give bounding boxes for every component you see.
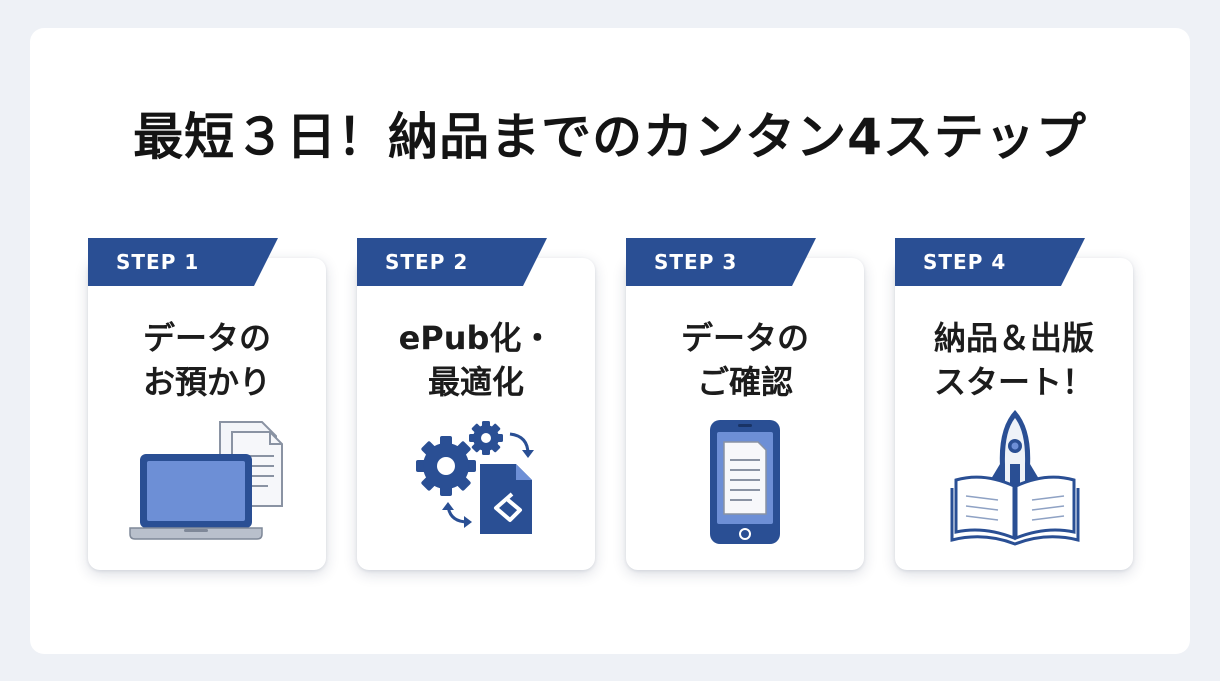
step-title-line: お預かり: [142, 363, 271, 401]
step-tab-shape: [895, 238, 1085, 286]
step-title-line: ePub化・: [398, 319, 554, 357]
step-label: STEP 1: [116, 250, 200, 274]
step-card-2: [357, 258, 595, 570]
step-tab-shape: [357, 238, 547, 286]
gears-and-epub-file-icon: [410, 418, 550, 547]
step-title-line: データの: [142, 319, 271, 357]
step-title-4: 納品＆出版 スタート！: [895, 316, 1133, 404]
step-tab-4: STEP 4: [895, 238, 1085, 286]
step-tab-shape: [626, 238, 816, 286]
page-title: 最短３日！納品までのカンタン4ステップ: [133, 108, 1087, 166]
step-tab-3: STEP 3: [626, 238, 816, 286]
smartphone-document-icon: [708, 418, 782, 550]
step-title-line: ご確認: [696, 363, 793, 401]
laptop-with-documents-icon: [128, 418, 288, 552]
step-tab-2: STEP 2: [357, 238, 547, 286]
step-title-3: データの ご確認: [626, 316, 864, 404]
step-title-line: 最適化: [427, 363, 524, 401]
step-tab-shape: [88, 238, 278, 286]
step-title-line: 納品＆出版: [933, 319, 1094, 357]
step-title-2: ePub化・ 最適化: [357, 316, 595, 404]
step-label: STEP 4: [923, 250, 1007, 274]
rocket-book-icon: [950, 408, 1080, 550]
step-label: STEP 3: [654, 250, 738, 274]
step-title-line: データの: [680, 319, 809, 357]
step-title-line: スタート！: [933, 363, 1094, 401]
step-tab-1: STEP 1: [88, 238, 278, 286]
step-title-1: データの お預かり: [88, 316, 326, 404]
step-label: STEP 2: [385, 250, 469, 274]
